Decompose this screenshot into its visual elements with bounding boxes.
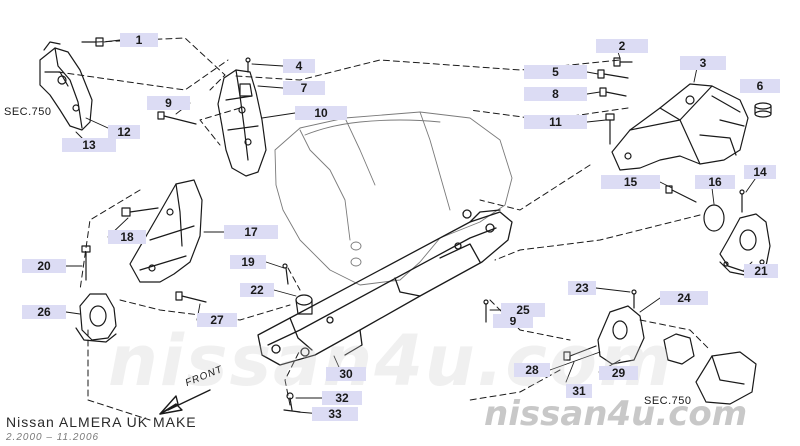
front-direction-arrow	[159, 389, 211, 415]
bolt-27-icon	[175, 291, 207, 303]
bolt-20-icon	[81, 245, 91, 281]
model-caption: Nissan ALMERA UK MAKE	[6, 414, 197, 430]
callout-28: 28	[514, 363, 550, 377]
callout-8: 8	[524, 87, 587, 101]
callout-10: 10	[295, 106, 347, 120]
callout-9-upper: 9	[147, 96, 190, 110]
section-reference-right: SEC.750	[644, 395, 692, 407]
callout-1: 1	[120, 33, 158, 47]
callout-29: 29	[599, 366, 638, 380]
callout-18: 18	[108, 230, 146, 244]
callout-20: 20	[22, 259, 66, 273]
callout-14: 14	[744, 165, 776, 179]
callout-13: 13	[62, 138, 116, 152]
bolt-31-icon	[563, 345, 597, 361]
callout-21: 21	[744, 264, 778, 278]
bolt-19-icon	[282, 263, 289, 285]
bolt-1-icon	[81, 37, 104, 47]
callout-7: 7	[283, 81, 325, 95]
engine-block-outline	[274, 111, 513, 286]
bolt-4-icon	[245, 57, 251, 73]
callout-3: 3	[680, 56, 726, 70]
callout-19: 19	[230, 255, 266, 269]
mount-bracket-upper-left	[39, 41, 93, 131]
bushing-22-icon	[295, 294, 313, 315]
bolt-23-icon	[631, 289, 637, 309]
bolt-14-icon	[739, 189, 745, 213]
engine-mount-left	[75, 293, 117, 343]
section-reference-left: SEC.750	[4, 106, 52, 118]
callout-4: 4	[283, 59, 315, 73]
production-date-range: 2.2000 – 11.2006	[6, 432, 100, 443]
callout-6: 6	[740, 79, 780, 93]
bolt-9-icon	[157, 111, 197, 125]
callout-27: 27	[197, 313, 237, 327]
callout-9-lower: 9	[493, 314, 533, 328]
bolt-15-icon	[665, 185, 697, 203]
callout-17: 17	[224, 225, 278, 239]
callout-26: 26	[22, 305, 66, 319]
callout-5: 5	[524, 65, 587, 79]
mount-bracket-upper-right	[611, 83, 749, 171]
callout-24: 24	[660, 291, 708, 305]
callout-32: 32	[322, 391, 362, 405]
callout-23: 23	[568, 281, 596, 295]
front-crossmember	[257, 209, 513, 366]
bolt-25-icon	[483, 299, 489, 323]
callout-16: 16	[695, 175, 735, 189]
callout-11: 11	[524, 115, 587, 129]
callout-2: 2	[596, 39, 648, 53]
bolt-18-icon	[121, 207, 159, 217]
mount-bracket-upper-center	[217, 69, 267, 177]
bolts-right-icons	[597, 57, 633, 145]
callout-31: 31	[566, 384, 592, 398]
engine-mount-lower-right	[597, 305, 757, 405]
callout-12: 12	[108, 125, 140, 139]
damper-6-icon	[754, 102, 772, 118]
callout-25: 25	[501, 303, 545, 317]
callout-30: 30	[326, 367, 366, 381]
callout-15: 15	[601, 175, 660, 189]
callout-22: 22	[240, 283, 274, 297]
mount-bracket-left	[129, 179, 203, 283]
brand-watermark: nissan4u.com	[484, 394, 748, 434]
callout-33: 33	[312, 407, 358, 421]
bolt-33-icon	[283, 392, 301, 413]
